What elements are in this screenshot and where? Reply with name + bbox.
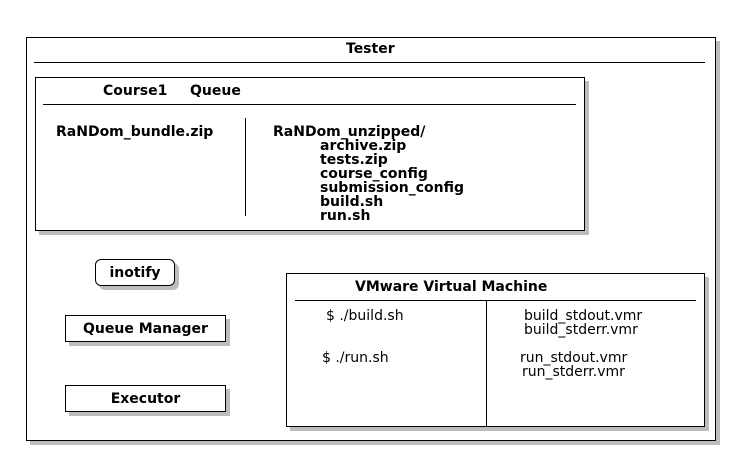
file-build-sh: build.sh — [320, 194, 384, 210]
vm-box — [286, 273, 705, 427]
build-output-list: build_stdout.vmr build_stderr.vmr — [524, 309, 642, 337]
vm-column-divider — [486, 300, 487, 427]
queue-manager-label: Queue Manager — [83, 320, 208, 337]
tester-title-divider — [34, 62, 705, 63]
course-title-divider — [43, 104, 576, 105]
unzipped-folder: RaNDom_unzipped/ — [273, 124, 426, 140]
unzipped-file-list: archive.zip tests.zip course_config subm… — [320, 139, 464, 223]
course-title: Course1 — [103, 83, 168, 99]
file-archive: archive.zip — [320, 138, 407, 154]
queue-label: Queue — [190, 83, 241, 99]
build-stdout-file: build_stdout.vmr — [524, 308, 643, 324]
executor-box: Executor — [65, 385, 226, 412]
course-column-divider — [245, 118, 246, 216]
run-stderr-file: run_stderr.vmr — [522, 364, 625, 380]
course-queue-box — [35, 77, 585, 231]
build-command: $ ./build.sh — [326, 308, 404, 324]
executor-label: Executor — [110, 390, 181, 407]
vm-title-divider — [295, 300, 696, 301]
queue-manager-box: Queue Manager — [65, 315, 226, 342]
file-run-sh: run.sh — [320, 208, 371, 224]
vm-title: VMware Virtual Machine — [355, 279, 548, 295]
file-tests: tests.zip — [320, 152, 388, 168]
file-submission-config: submission_config — [320, 180, 465, 196]
inotify-label: inotify — [109, 264, 161, 281]
tester-title: Tester — [346, 41, 395, 57]
run-stdout-file: run_stdout.vmr — [520, 350, 628, 366]
build-stderr-file: build_stderr.vmr — [524, 322, 638, 338]
inotify-box: inotify — [95, 259, 175, 286]
run-output-list: run_stdout.vmr run_stderr.vmr — [520, 351, 627, 379]
bundle-file: RaNDom_bundle.zip — [56, 124, 214, 140]
file-course-config: course_config — [320, 166, 428, 182]
run-command: $ ./run.sh — [322, 350, 389, 366]
